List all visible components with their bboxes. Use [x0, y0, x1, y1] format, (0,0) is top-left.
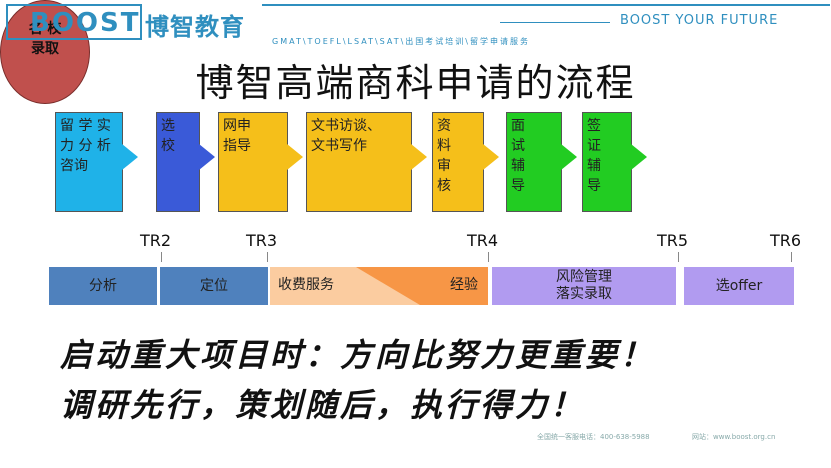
timeline-phase-label: 选offer	[715, 277, 763, 294]
process-step: 网申 指导	[218, 112, 288, 212]
flow-arrow	[631, 144, 647, 170]
slogan-line-1: 启动重大项目时：方向比努力更重要！	[60, 336, 656, 374]
timeline-phase: 选offer	[684, 267, 794, 305]
timeline-marker-label: TR4	[467, 231, 499, 250]
final-step-admission: 名 校 录取	[0, 0, 90, 104]
process-step: 签 证 辅 导	[582, 112, 632, 212]
logo	[6, 4, 260, 40]
brand-slogan: BOOST YOUR FUTURE	[620, 13, 779, 28]
process-step: 面 试 辅 导	[506, 112, 562, 212]
timeline-tick	[161, 252, 162, 262]
timeline-phase-label: 定位	[200, 277, 228, 294]
timeline-tick	[267, 252, 268, 262]
phase-fee-service: 收费服务 经验	[270, 267, 488, 305]
process-step-label: 文书访谈、 文书写作	[311, 118, 381, 154]
flow-arrow	[122, 144, 138, 170]
page-title: 博智高端商科申请的流程	[195, 61, 636, 105]
timeline-tick	[678, 252, 679, 262]
timeline-marker-label: TR2	[140, 231, 172, 250]
fee-experience-wedge	[356, 267, 488, 305]
slogan-line-2: 调研先行，策划随后，执行得力！	[60, 386, 586, 424]
process-step-label: 资 料 审 核	[437, 118, 451, 194]
phase-label-experience: 经验	[450, 277, 478, 293]
flow-arrow	[287, 144, 303, 170]
flow-arrow	[561, 144, 577, 170]
final-step-label: 名 校 录取	[28, 21, 62, 57]
process-step-label: 面 试 辅 导	[511, 118, 525, 194]
header-rule	[262, 4, 830, 6]
process-step: 资 料 审 核	[432, 112, 484, 212]
timeline-tick	[791, 252, 792, 262]
process-step: 文书访谈、 文书写作	[306, 112, 412, 212]
process-step-label: 签 证 辅 导	[587, 118, 601, 194]
slogan-rule	[500, 22, 610, 23]
timeline-tick	[488, 252, 489, 262]
footer-hotline: 全国统一客服电话：400-638-5988	[537, 433, 650, 441]
flow-arrow	[199, 144, 215, 170]
timeline-phase-label: 分析	[89, 277, 117, 294]
process-step-label: 留 学 实 力 分 析 咨询	[60, 118, 111, 174]
timeline-phase: 定位	[160, 267, 268, 305]
phase-label-fee: 收费服务	[278, 277, 334, 293]
timeline-phase: 分析	[49, 267, 157, 305]
timeline-marker-label: TR5	[657, 231, 689, 250]
flow-arrow	[411, 144, 427, 170]
logo-text-cn: 博智教育	[145, 13, 245, 41]
timeline-phase-label: 风险管理 落实录取	[556, 269, 612, 302]
logo-text-en: BOOST	[30, 8, 141, 38]
timeline-marker-label: TR3	[246, 231, 278, 250]
timeline-marker-label: TR6	[770, 231, 802, 250]
flow-arrow	[483, 144, 499, 170]
timeline-phase: 风险管理 落实录取	[492, 267, 676, 305]
process-step-label: 选 校	[161, 118, 175, 154]
process-step: 选 校	[156, 112, 200, 212]
process-step-label: 网申 指导	[223, 118, 251, 154]
logo-frame	[6, 4, 142, 40]
footer-website: 网站：www.boost.org.cn	[692, 433, 776, 441]
service-list: GMAT\TOEFL\LSAT\SAT\出国考试培训\留学申请服务	[272, 37, 530, 46]
process-step: 留 学 实 力 分 析 咨询	[55, 112, 123, 212]
